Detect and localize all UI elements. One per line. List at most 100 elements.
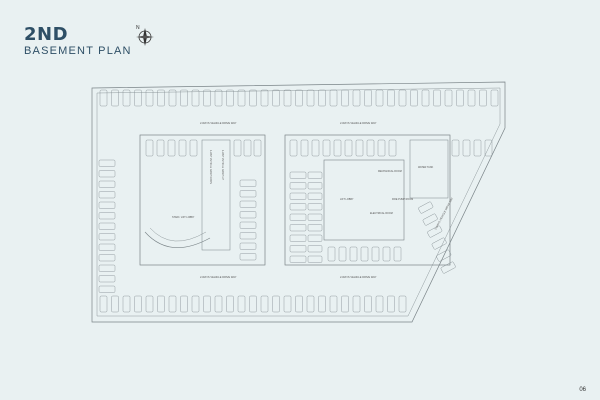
- parking-stall: [307, 171, 323, 179]
- parking-stall: [289, 203, 307, 211]
- parking-stall: [98, 243, 116, 251]
- parking-stall: [167, 139, 176, 157]
- parking-stall: [375, 295, 384, 313]
- parking-island-left: [139, 134, 266, 266]
- parking-stall: [377, 139, 386, 157]
- parking-stall: [145, 89, 154, 107]
- parking-stall: [440, 261, 456, 274]
- parking-stall: [226, 295, 234, 313]
- parking-stall: [98, 233, 116, 241]
- parking-stall: [375, 89, 384, 107]
- parking-stall: [98, 180, 116, 188]
- parking-stall: [355, 139, 364, 157]
- parking-stall: [364, 295, 372, 313]
- parking-stall: [387, 295, 395, 313]
- parking-stall: [289, 245, 307, 253]
- parking-stall: [341, 295, 349, 313]
- parking-stall: [338, 246, 347, 262]
- parking-stall: [168, 295, 177, 313]
- parking-stall: [418, 201, 434, 214]
- parking-stall: [451, 139, 460, 157]
- parking-stall: [239, 211, 257, 219]
- parking-stall: [322, 139, 331, 157]
- parking-stall: [203, 89, 211, 107]
- parking-stall: [318, 295, 326, 313]
- plan-title-name: BASEMENT PLAN: [24, 45, 132, 57]
- parking-stall: [422, 213, 438, 226]
- parking-stall: [122, 89, 131, 107]
- parking-stall: [306, 89, 315, 107]
- parking-stall: [203, 295, 211, 313]
- parking-stall: [327, 246, 336, 262]
- parking-stall: [214, 295, 223, 313]
- parking-stall: [473, 139, 482, 157]
- parking-stall: [289, 255, 307, 263]
- parking-stall: [371, 246, 380, 262]
- parking-stall: [295, 295, 303, 313]
- parking-stall: [98, 191, 116, 199]
- parking-stall: [180, 295, 188, 313]
- parking-stall: [289, 171, 307, 179]
- parking-stall: [98, 212, 116, 220]
- parking-stall: [329, 295, 338, 313]
- parking-stall: [134, 89, 142, 107]
- parking-stall: [484, 139, 493, 157]
- parking-stall: [341, 89, 349, 107]
- parking-stall: [189, 139, 198, 157]
- parking-stall: [410, 89, 418, 107]
- parking-stall: [214, 89, 223, 107]
- parking-stall: [398, 295, 407, 313]
- room-label-lift-lobby: LIFT LOBBY: [340, 198, 354, 201]
- parking-stall: [283, 89, 292, 107]
- drive-label-bottom-left: 2-WAYS VEHICLE DRIVE WAY: [200, 275, 237, 279]
- parking-stall: [366, 139, 375, 157]
- drive-label-diagonal: 2-WAYS VEHICLE DRIVE WAY: [433, 196, 454, 230]
- parking-stall: [122, 295, 131, 313]
- room-label-water-tank: WATER TANK: [418, 166, 434, 169]
- parking-stall: [462, 139, 471, 157]
- parking-stall: [329, 89, 338, 107]
- ramp-labels: 1-WAY VEHICLE RAMP DOWN 1-WAY VEHICLE RA…: [209, 150, 224, 184]
- parking-stall: [237, 89, 246, 107]
- parking-stall: [98, 285, 116, 293]
- parking-stall: [145, 295, 154, 313]
- core-block: [323, 159, 405, 241]
- parking-stall: [467, 89, 476, 107]
- parking-island-right: [284, 134, 451, 266]
- parking-stall: [239, 221, 257, 229]
- parking-stall: [431, 237, 447, 250]
- parking-stall: [134, 295, 142, 313]
- parking-stall: [479, 89, 487, 107]
- parking-stall: [168, 89, 177, 107]
- parking-stall: [289, 192, 307, 200]
- parking-stall: [490, 89, 499, 107]
- parking-stall: [239, 253, 257, 261]
- parking-stall: [364, 89, 372, 107]
- parking-stall: [191, 295, 200, 313]
- parking-stall: [157, 89, 165, 107]
- parking-stall: [98, 159, 116, 167]
- parking-stall: [272, 295, 280, 313]
- parking-stall: [307, 224, 323, 232]
- parking-stall: [318, 89, 326, 107]
- parking-stall: [398, 89, 407, 107]
- parking-stall: [352, 295, 361, 313]
- room-label-mechanical: MECHANICAL ROOM: [378, 170, 402, 173]
- plan-title-block: 2ND BASEMENT PLAN: [24, 26, 132, 58]
- parking-stall: [352, 89, 361, 107]
- parking-stall: [226, 89, 234, 107]
- parking-stall: [145, 139, 154, 157]
- parking-stall: [239, 200, 257, 208]
- parking-stall: [156, 139, 165, 157]
- parking-stall: [344, 139, 353, 157]
- parking-stall: [239, 242, 257, 250]
- room-label-fire-pump: FIRE PUMP ROOM: [392, 198, 413, 201]
- parking-stall: [98, 201, 116, 209]
- parking-stall: [300, 139, 309, 157]
- parking-stall: [243, 139, 252, 157]
- drive-way-labels: 2-WAYS VEHICLE DRIVE WAY 2-WAYS VEHICLE …: [200, 121, 454, 279]
- parking-stall: [191, 89, 200, 107]
- room-label-electrical: ELECTRICAL ROOM: [370, 212, 393, 215]
- parking-stall: [111, 89, 119, 107]
